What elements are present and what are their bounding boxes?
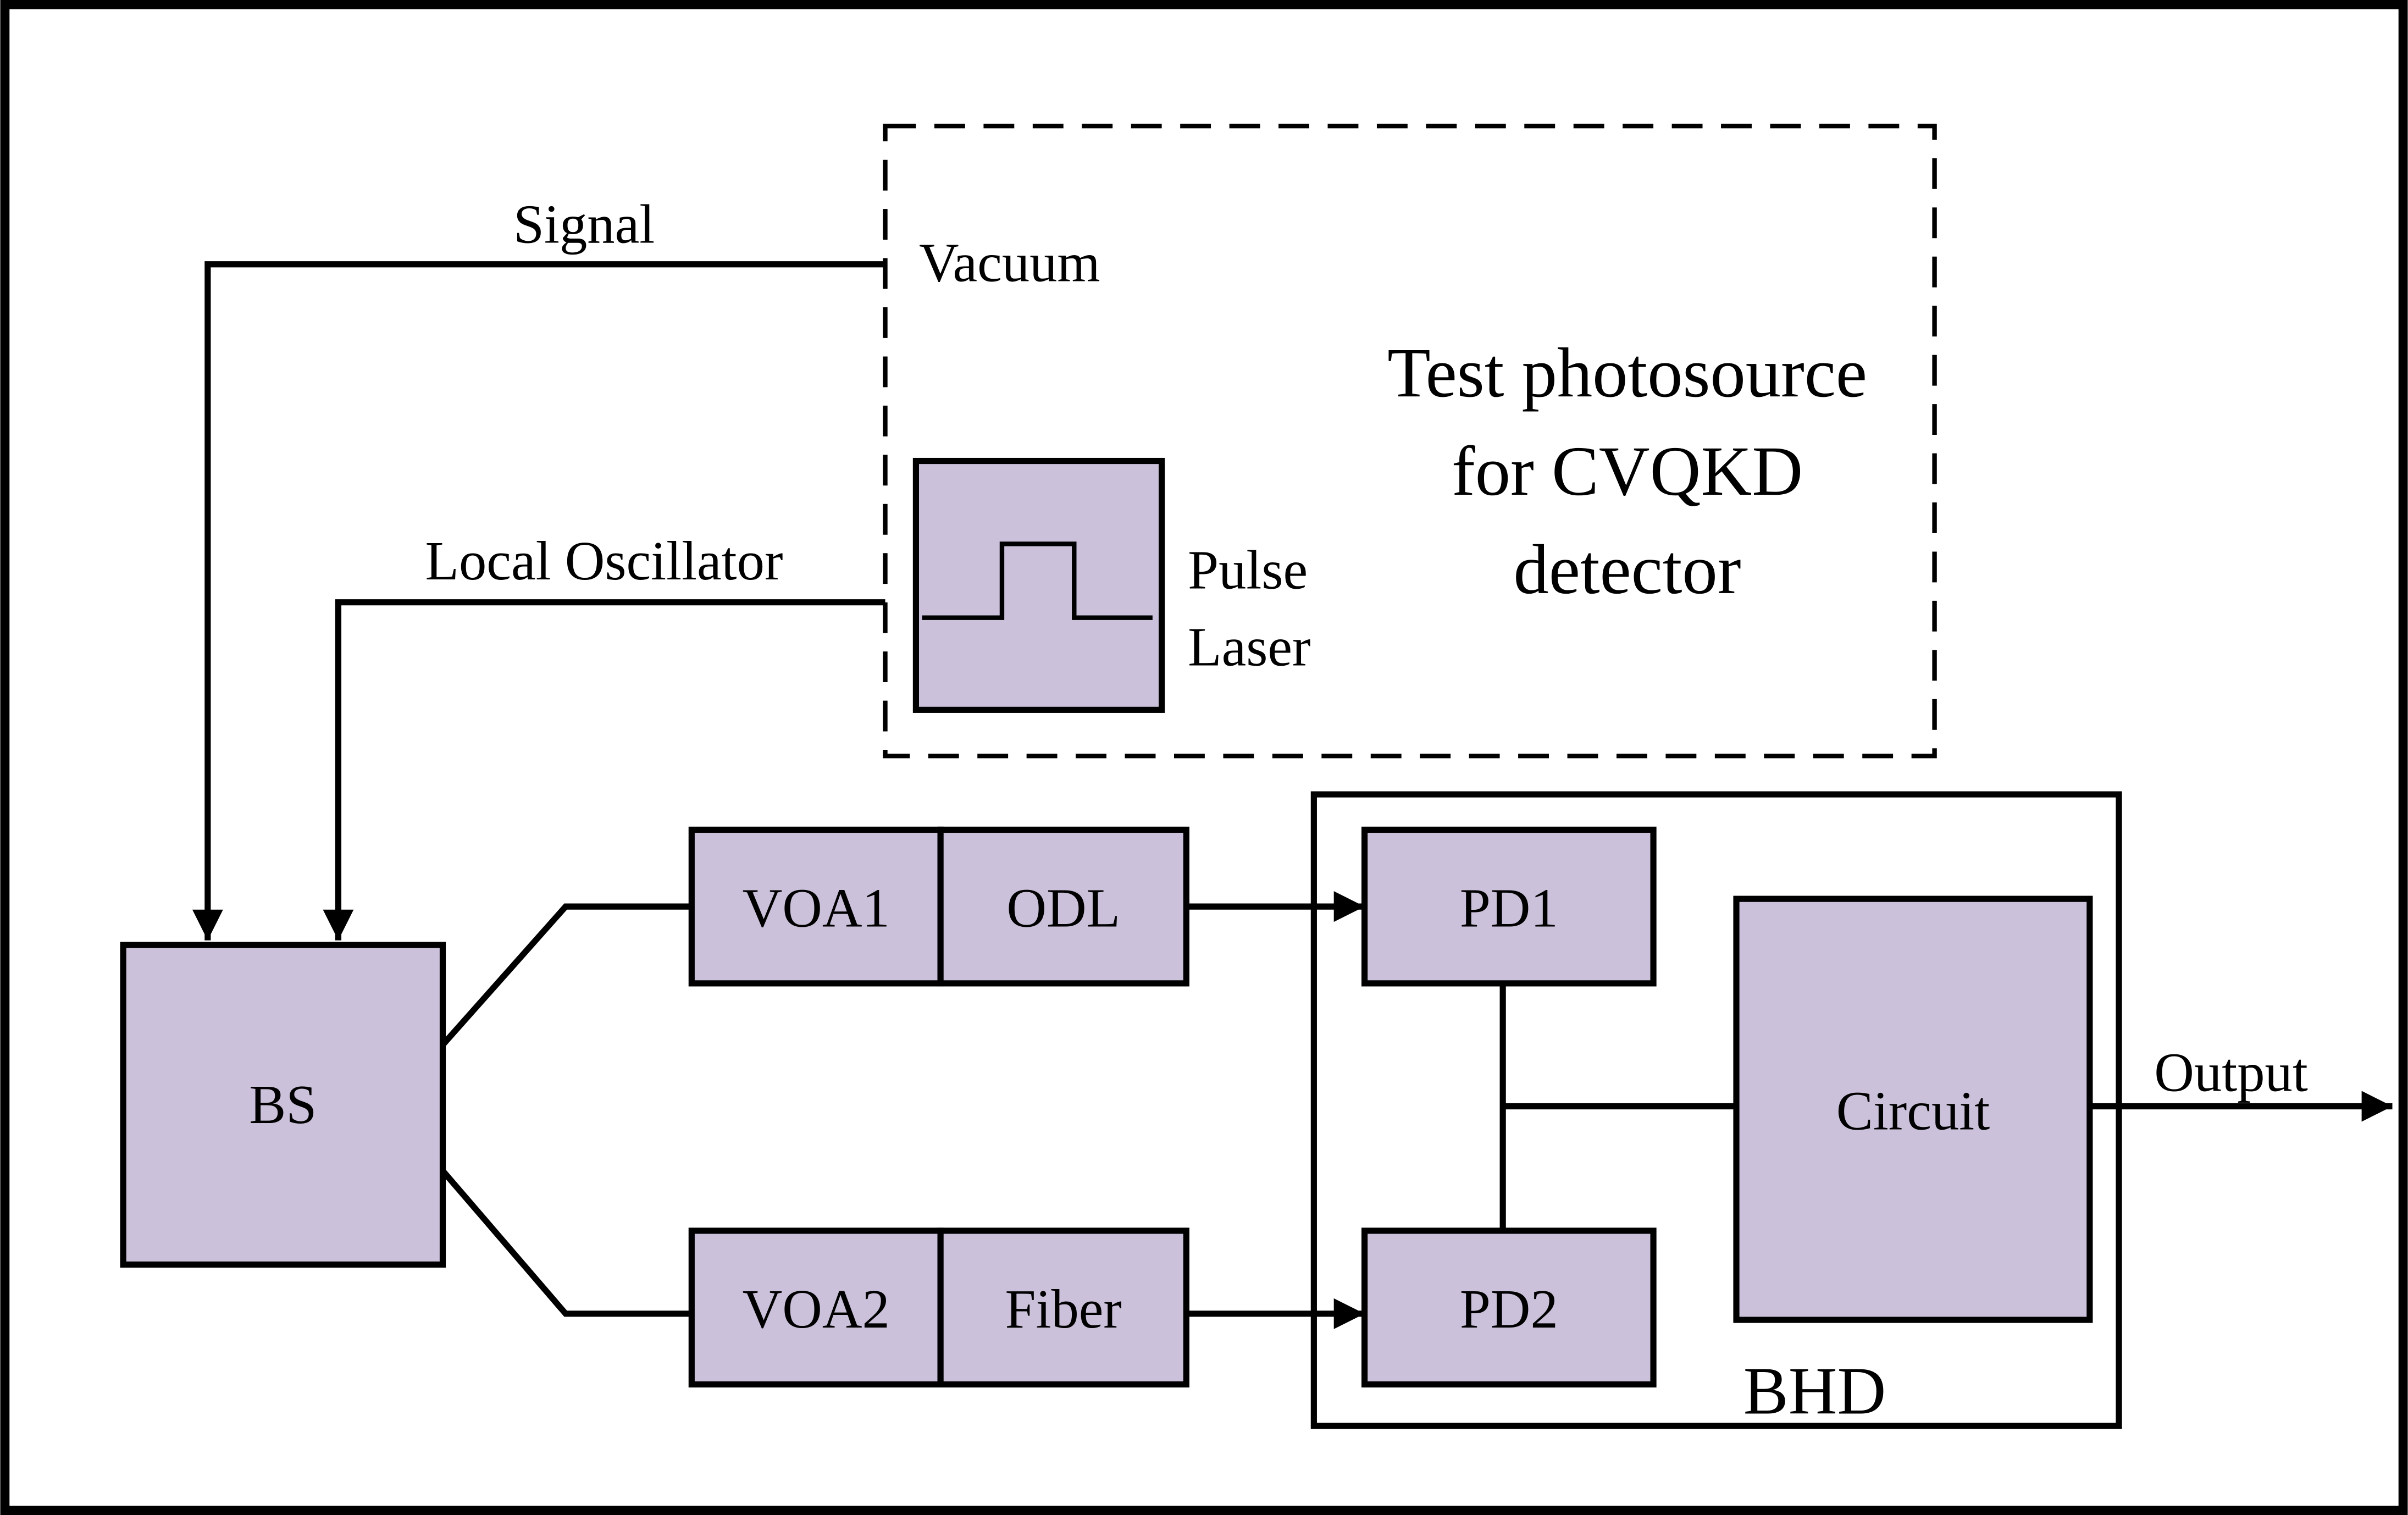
lo-path xyxy=(323,599,885,941)
fiber-box xyxy=(937,1228,1189,1388)
vacuum-label: Vacuum xyxy=(919,232,1100,294)
voa2-label: VOA2 xyxy=(743,1278,890,1340)
bs-box xyxy=(120,942,446,1268)
circuit-box xyxy=(1733,895,2093,1323)
laser-label-line-1: Pulse xyxy=(1188,539,1308,601)
lo-label: Local Oscillator xyxy=(425,530,783,591)
signal-path xyxy=(192,261,885,941)
bhd-frame xyxy=(1310,791,2122,1429)
photosource-title-line-2: for CVQKD xyxy=(1452,432,1803,510)
photosource-title-line-3: detector xyxy=(1514,530,1741,609)
voa2-box xyxy=(688,1228,944,1388)
pd2-box xyxy=(1361,1228,1657,1388)
circuit-label: Circuit xyxy=(1836,1080,1990,1141)
pd2-label: PD2 xyxy=(1460,1278,1558,1340)
bs-upper-output xyxy=(440,903,692,1047)
laser-label-line-2: Laser xyxy=(1188,616,1310,677)
bs-lower-output xyxy=(440,1169,692,1317)
voa1-box xyxy=(688,826,944,987)
pd1-box xyxy=(1361,826,1657,987)
bs-label: BS xyxy=(249,1074,317,1135)
odl-label: ODL xyxy=(1006,877,1120,938)
output-label: Output xyxy=(2154,1042,2308,1103)
signal-label: Signal xyxy=(513,193,655,255)
pulse-waveform-icon xyxy=(922,541,1153,620)
pulse-laser-box xyxy=(912,457,1165,713)
pd1-label: PD1 xyxy=(1460,877,1558,938)
photosource-title-line-1: Test photosource xyxy=(1387,333,1867,412)
voa1-label: VOA1 xyxy=(743,877,890,938)
fiber-label: Fiber xyxy=(1005,1278,1122,1340)
bhd-label: BHD xyxy=(1743,1353,1886,1429)
